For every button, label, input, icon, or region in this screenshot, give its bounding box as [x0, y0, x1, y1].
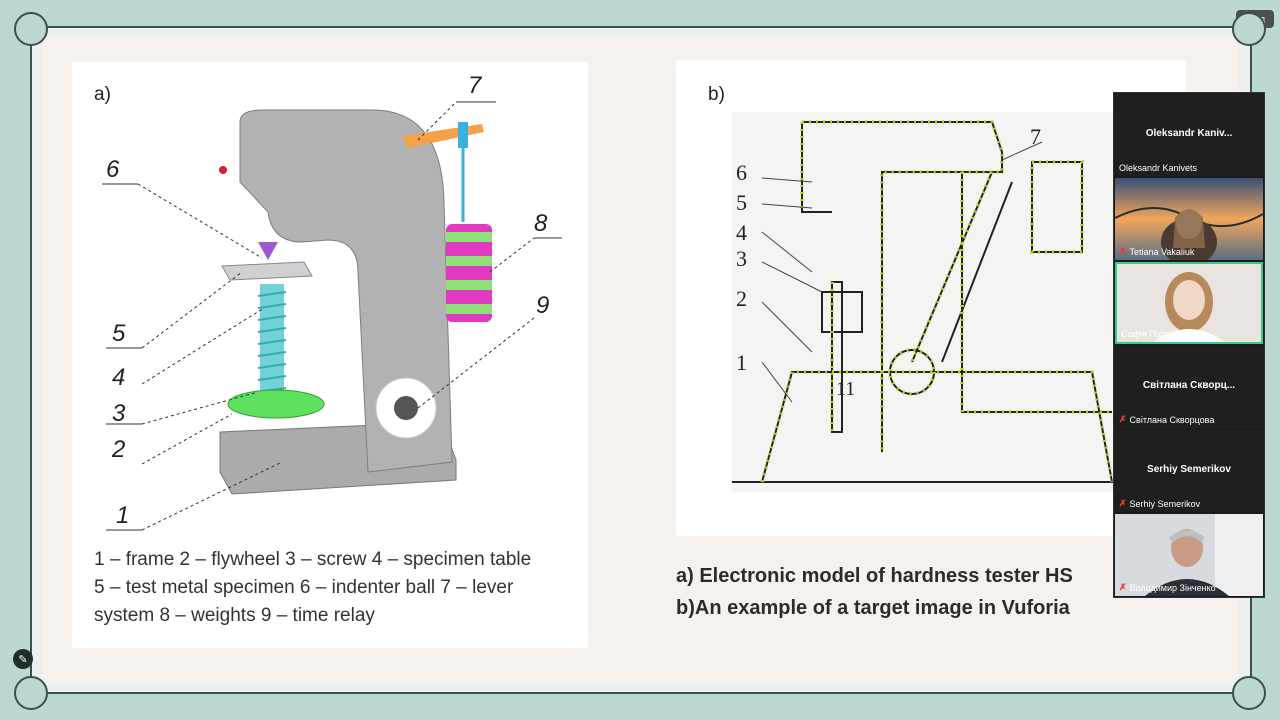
hardness-tester-model-diagram	[102, 101, 562, 531]
caption-line: a) Electronic model of hardness tester H…	[676, 565, 1073, 587]
mic-muted-icon: ✗	[1119, 414, 1127, 424]
diagram-number-2: 2	[112, 436, 126, 463]
diagram-b-number-11: 11	[836, 378, 856, 400]
participants-panel: Oleksandr Kaniv... Oleksandr Kanivets ✗ …	[1113, 92, 1265, 598]
participant-name: Oleksandr Kanivets	[1119, 163, 1198, 173]
participant-name-label: Софія Підгорна	[1121, 329, 1186, 339]
diagram-b-number-2: 2	[736, 286, 747, 311]
panel-b-label: b)	[708, 84, 725, 105]
diagram-number-6: 6	[106, 156, 120, 183]
panel-a-label: a)	[94, 84, 111, 105]
diagram-b-number-1: 1	[736, 350, 747, 375]
participant-name: Serhiy Semerikov	[1129, 498, 1201, 509]
diagram-b-number-6: 6	[736, 160, 747, 185]
caption-line: system 8 – weights 9 – time relay	[94, 605, 375, 626]
participant-tile-active-speaker[interactable]: Софія Підгорна	[1115, 262, 1263, 344]
participant-name-label: ✗ Світлана Скворцова	[1119, 414, 1214, 425]
figure-a-panel: a) 7 6 8 9 5 4 3 2 1	[72, 62, 588, 648]
diagram-b-number-3: 3	[736, 246, 747, 271]
participant-name: Софія Підгорна	[1121, 329, 1187, 339]
participant-name-label: ✗ Володимир Зінченко	[1119, 582, 1216, 593]
participant-video	[1115, 514, 1263, 596]
diagram-b-number-5: 5	[736, 190, 747, 215]
participant-name: Tetiana Vakaliuk	[1129, 246, 1195, 257]
diagram-number-9: 9	[536, 292, 550, 319]
mic-muted-icon: ✗	[1119, 498, 1127, 508]
diagram-number-3: 3	[112, 400, 126, 427]
participant-tile[interactable]: ✗ Володимир Зінченко	[1115, 514, 1263, 596]
caption-line: b)An example of a target image in Vufori…	[676, 597, 1070, 619]
frame-corner	[1232, 676, 1266, 710]
diagram-number-4: 4	[112, 364, 126, 391]
participant-tile[interactable]: Oleksandr Kaniv... Oleksandr Kanivets	[1115, 94, 1263, 176]
diagram-number-8: 8	[534, 210, 548, 237]
diagram-number-7: 7	[468, 72, 482, 99]
participant-display-name: Світлана Скворц...	[1142, 380, 1236, 391]
vuforia-target-image	[732, 112, 1172, 492]
participant-name: Світлана Скворцова	[1129, 414, 1215, 425]
pencil-icon[interactable]: ✎	[13, 649, 33, 669]
caption-line: 5 – test metal specimen 6 – indenter bal…	[94, 577, 514, 598]
mic-muted-icon: ✗	[1119, 582, 1127, 592]
mic-muted-icon: ✗	[1119, 246, 1127, 256]
participant-tile[interactable]: ✗ Tetiana Vakaliuk	[1115, 178, 1263, 260]
participant-video	[1117, 264, 1261, 342]
participant-name-label: Oleksandr Kanivets	[1119, 163, 1197, 173]
diagram-number-5: 5	[112, 320, 126, 347]
participant-display-name: Serhiy Semerikov	[1147, 464, 1231, 475]
figure-a-caption: 1 – frame 2 – flywheel 3 – screw 4 – spe…	[94, 546, 584, 630]
figure-b-panel: b)	[676, 60, 1186, 536]
diagram-b-number-7: 7	[1030, 124, 1041, 149]
frame-corner	[1232, 12, 1266, 46]
participant-name-label: ✗ Tetiana Vakaliuk	[1119, 246, 1194, 257]
diagram-number-1: 1	[116, 502, 130, 529]
figure-b-caption: a) Electronic model of hardness tester H…	[676, 560, 1116, 624]
participant-name: Володимир Зінченко	[1129, 582, 1216, 593]
caption-line: 1 – frame 2 – flywheel 3 – screw 4 – spe…	[94, 549, 532, 570]
participant-display-name: Oleksandr Kaniv...	[1145, 128, 1233, 139]
participant-name-label: ✗ Serhiy Semerikov	[1119, 498, 1200, 509]
participant-tile[interactable]: Світлана Скворц... ✗ Світлана Скворцова	[1115, 346, 1263, 428]
frame-corner	[14, 676, 48, 710]
participant-tile[interactable]: Serhiy Semerikov ✗ Serhiy Semerikov	[1115, 430, 1263, 512]
participant-video	[1115, 178, 1263, 260]
diagram-b-number-4: 4	[736, 220, 747, 245]
